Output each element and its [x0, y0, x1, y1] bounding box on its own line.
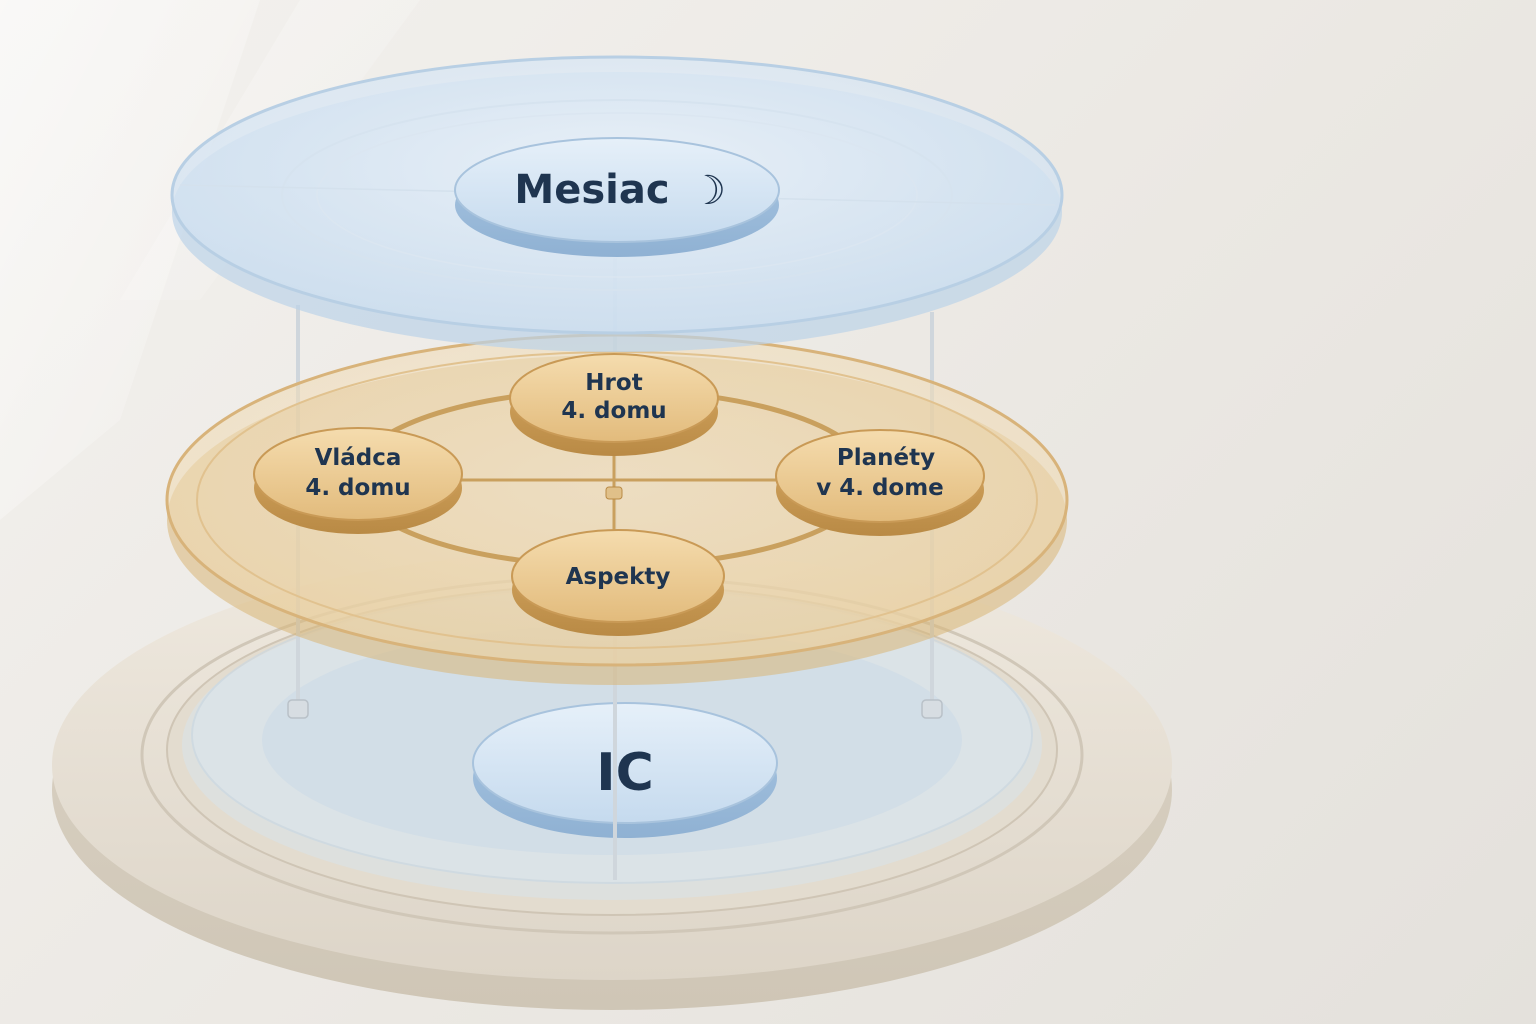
node-vladca-line2: 4. domu: [305, 475, 410, 501]
node-planety-line2: v 4. dome: [816, 475, 944, 501]
light-beam: [0, 0, 260, 520]
node-planety-line1: Planéty: [837, 445, 935, 471]
node-hrot-line1: Hrot: [585, 370, 642, 396]
moon-icon: ☽: [690, 168, 726, 214]
mesiac-node[interactable]: Mesiac ☽: [454, 137, 780, 257]
ic-label: IC: [596, 743, 654, 803]
node-hrot-line2: 4. domu: [561, 398, 666, 424]
node-hrot[interactable]: Hrot 4. domu: [509, 353, 719, 456]
ic-node[interactable]: IC: [472, 702, 778, 838]
node-vladca-line1: Vládca: [315, 445, 402, 471]
mesiac-label: Mesiac: [514, 167, 669, 213]
node-planety[interactable]: Planéty v 4. dome: [775, 429, 985, 536]
node-aspekty-line1: Aspekty: [566, 564, 671, 590]
rod-caps: [287, 699, 943, 719]
node-aspekty[interactable]: Aspekty: [511, 529, 725, 636]
node-vladca[interactable]: Vládca 4. domu: [253, 427, 463, 534]
